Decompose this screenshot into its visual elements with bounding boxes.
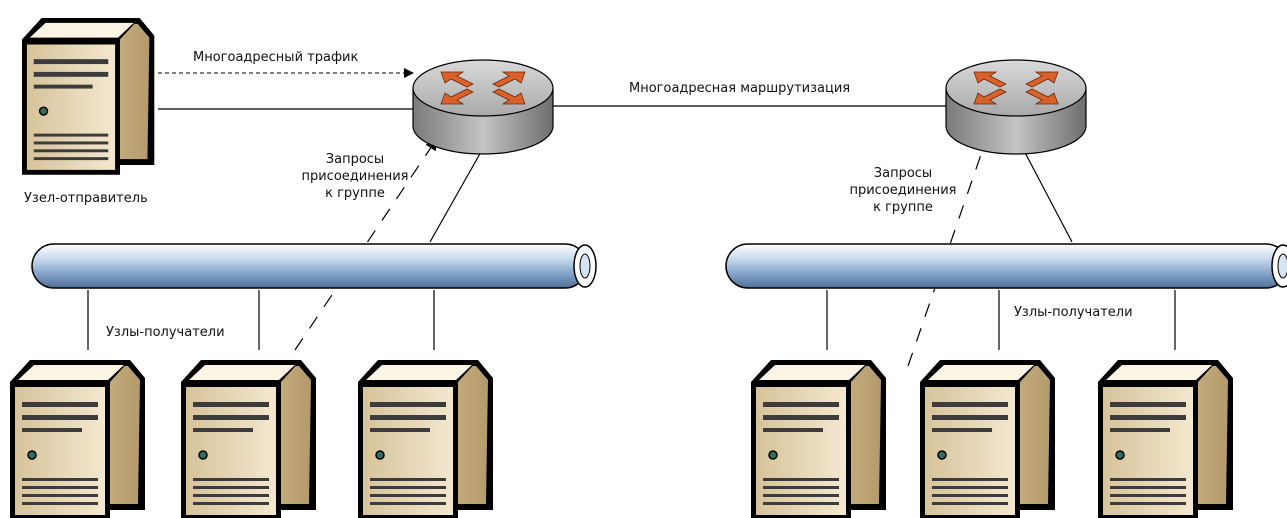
network-bus-left	[31, 243, 597, 289]
join-label-line: к группе	[325, 186, 385, 201]
multicast-traffic-label: Многоадресный трафик	[193, 50, 359, 65]
router-icon	[945, 59, 1087, 155]
join-requests-left-label: Запросы присоединения к группе	[301, 152, 408, 201]
receiver-server-icon	[357, 359, 494, 518]
join-label-line: присоединения	[301, 169, 408, 184]
sender-node-label: Узел-отправитель	[24, 191, 148, 206]
join-request-arrow-left	[294, 138, 438, 351]
join-request-arrow-right	[907, 137, 989, 367]
receiver-server-icon	[1097, 359, 1234, 518]
join-label-line: к группе	[873, 200, 933, 215]
router-icon	[412, 59, 554, 155]
join-label-line: Запросы	[326, 152, 384, 167]
receiver-server-icon	[919, 359, 1056, 518]
multicast-routing-label: Многоадресная маршрутизация	[629, 81, 850, 96]
receivers-left-label: Узлы-получатели	[106, 325, 225, 340]
network-bus-right	[725, 243, 1287, 289]
receiver-server-icon	[9, 359, 146, 518]
receivers-right-label: Узлы-получатели	[1014, 305, 1133, 320]
router1-bus-link	[429, 142, 487, 243]
join-label-line: Запросы	[874, 166, 932, 181]
join-requests-right-label: Запросы присоединения к группе	[849, 166, 956, 215]
receiver-server-icon	[180, 359, 317, 518]
sender-server-icon	[21, 17, 156, 176]
receiver-server-icon	[750, 359, 887, 518]
router2-bus-link	[1019, 142, 1073, 243]
join-label-line: присоединения	[849, 183, 956, 198]
